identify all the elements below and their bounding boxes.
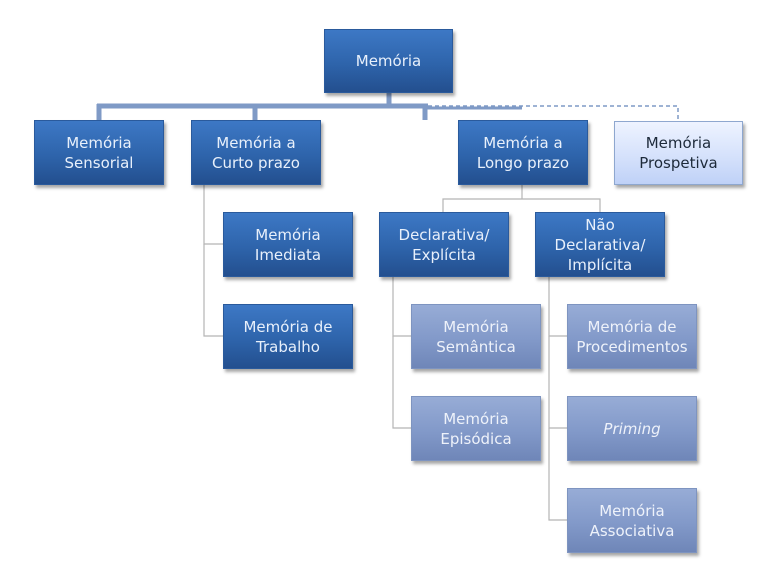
node-memoria-episodica: Memória Episódica	[411, 396, 541, 461]
connector-curto-imediata	[203, 185, 223, 245]
node-nao-declarativa-implicita: Não Declarativa/ Implícita	[535, 212, 665, 277]
node-memoria-procedimentos: Memória de Procedimentos	[567, 304, 697, 369]
connector-nd-priming	[548, 336, 567, 429]
connector-to-prospetiva	[428, 105, 679, 121]
node-memoria-associativa: Memória Associativa	[567, 488, 697, 553]
node-memoria-longo-prazo: Memória a Longo prazo	[458, 120, 588, 185]
connector-decl-episodica	[392, 336, 411, 429]
node-memoria-trabalho: Memória de Trabalho	[223, 304, 353, 369]
node-memoria-sensorial: Memória Sensorial	[34, 120, 164, 185]
connector-longo-nao-declarativa	[522, 198, 601, 212]
node-declarativa-explicita: Declarativa/ Explícita	[379, 212, 509, 277]
connector-nd-associativa	[548, 428, 567, 521]
node-memoria: Memória	[324, 29, 453, 93]
connector-longo-declarativa	[442, 198, 522, 212]
connector-decl-semantica	[392, 277, 411, 337]
node-priming: Priming	[567, 396, 697, 461]
node-memoria-prospetiva: Memória Prospetiva	[614, 121, 743, 185]
connector-nd-procedimentos	[548, 277, 567, 337]
node-memoria-curto-prazo: Memória a Curto prazo	[191, 120, 321, 185]
connector-curto-trabalho	[203, 244, 223, 337]
node-memoria-imediata: Memória Imediata	[223, 212, 353, 277]
node-memoria-semantica: Memória Semântica	[411, 304, 541, 369]
